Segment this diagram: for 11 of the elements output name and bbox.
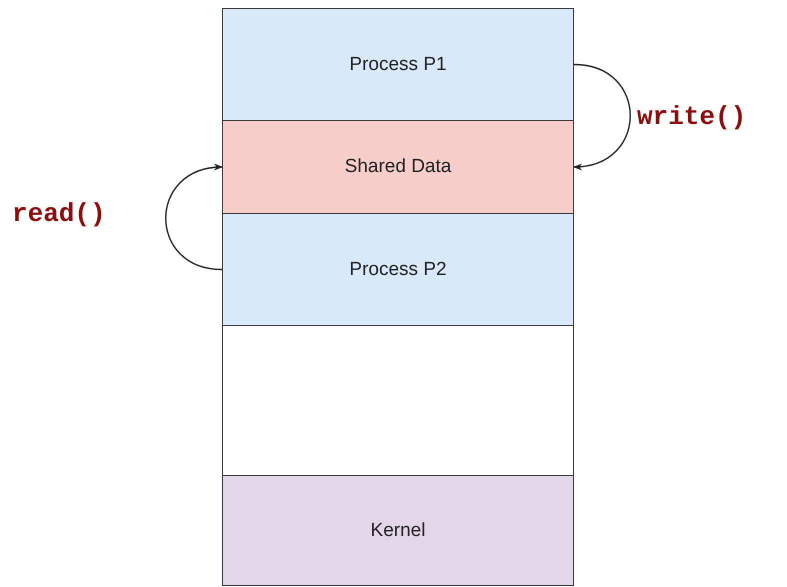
memory-segment [222, 8, 574, 121]
curved-arrow [165, 164, 223, 270]
segment-label: Shared Data [344, 156, 452, 178]
memory-segment [222, 475, 574, 586]
empty-memory-box [222, 325, 574, 476]
curved-arrow [573, 64, 631, 170]
memory-segment [222, 213, 574, 326]
segment-label: Process P2 [349, 258, 447, 280]
segment-label: Kernel [370, 520, 426, 542]
memory-segment [222, 120, 574, 214]
segment-label: Process P1 [349, 54, 447, 76]
